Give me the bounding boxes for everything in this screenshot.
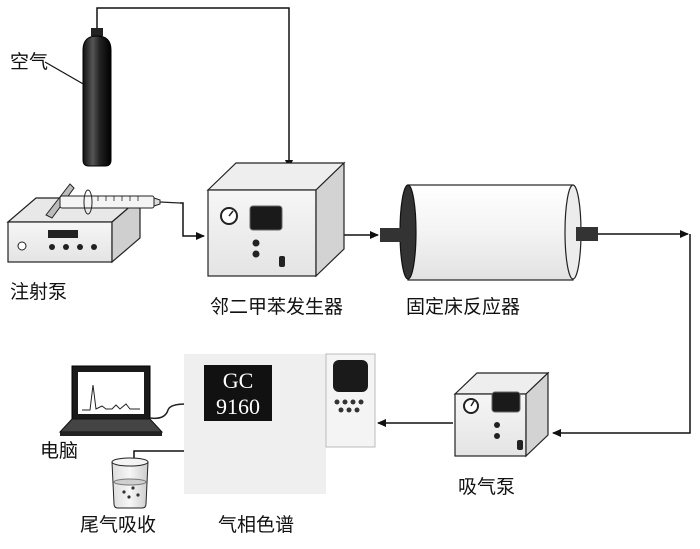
fixed-bed-reactor: [380, 184, 598, 281]
gc-model-line2: 9160: [216, 394, 260, 419]
gc-model-line1: GC: [223, 368, 254, 393]
xylene-generator-label: 邻二甲苯发生器: [210, 296, 343, 318]
xylene-generator: [206, 161, 346, 278]
syringe-feed-line: [180, 202, 205, 240]
computer: [58, 365, 187, 436]
syringe-pump: [6, 183, 181, 264]
exhaust-absorption-label: 尾气吸收: [80, 514, 156, 536]
suction-pump-label: 吸气泵: [458, 476, 515, 498]
gas-chromatograph-label: 气相色谱: [218, 514, 294, 536]
computer-label: 电脑: [40, 440, 78, 462]
air-cylinder: [44, 28, 112, 167]
syringe-pump-label: 注射泵: [10, 281, 67, 303]
exhaust-beaker: [111, 457, 149, 509]
suction-pump: [453, 371, 550, 458]
gas-chromatograph: GC 9160: [184, 353, 376, 494]
air-label: 空气: [10, 51, 48, 73]
fixed-bed-reactor-label: 固定床反应器: [406, 296, 520, 318]
air-feed-line: [96, 7, 293, 169]
reactor-to-pump-line: [552, 234, 691, 437]
